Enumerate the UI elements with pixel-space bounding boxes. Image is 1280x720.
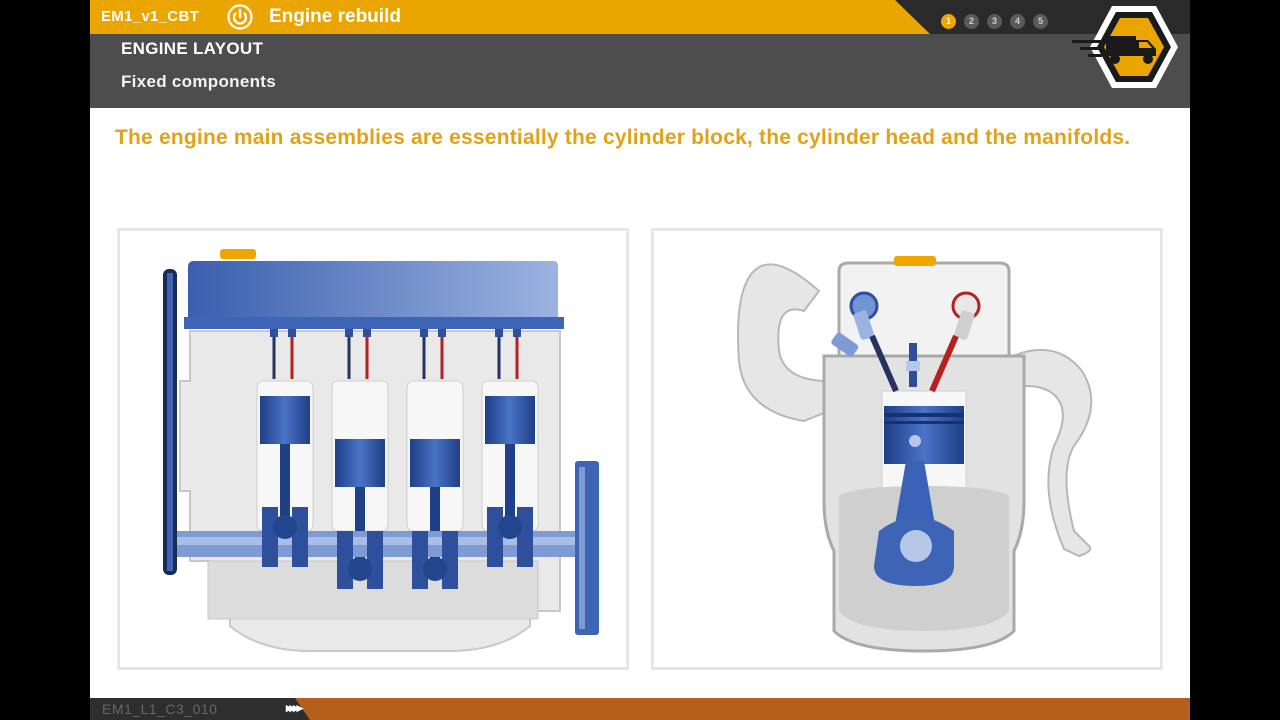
progress-step-4[interactable]: 4 [1010,14,1025,29]
section-title: Fixed components [121,72,276,91]
slide-id: EM1_L1_C3_010 [102,701,218,717]
course-window: EM1_v1_CBT Engine rebuild 1 2 3 4 5 ENGI… [90,0,1190,720]
title-tab [90,0,930,34]
inline-four-engine-cutaway-icon [163,249,599,652]
engine-block-panel [117,228,629,670]
top-bar: EM1_v1_CBT Engine rebuild 1 2 3 4 5 [90,0,1190,34]
delivery-truck-logo-icon [1068,0,1188,100]
progress-step-1[interactable]: 1 [941,14,956,29]
progress-step-5[interactable]: 5 [1033,14,1048,29]
next-arrow-icon[interactable]: ▸▸▸▸ [286,700,303,715]
progress-steps: 1 2 3 4 5 [941,14,1048,29]
intro-text: The engine main assemblies are essential… [115,126,1131,149]
progress-step-3[interactable]: 3 [987,14,1002,29]
module-title: Engine rebuild [269,6,401,27]
chapter-title: ENGINE LAYOUT [121,39,264,58]
sub-header: ENGINE LAYOUT Fixed components [90,34,1190,108]
single-cylinder-cross-section-icon [737,256,1093,653]
progress-step-2[interactable]: 2 [964,14,979,29]
course-code: EM1_v1_CBT [101,8,200,25]
footer-bar: EM1_L1_C3_010 ▸▸▸▸ [90,698,1190,720]
cylinder-section-panel [651,228,1163,670]
power-icon[interactable] [227,4,253,30]
footer-id-tab [90,698,310,720]
